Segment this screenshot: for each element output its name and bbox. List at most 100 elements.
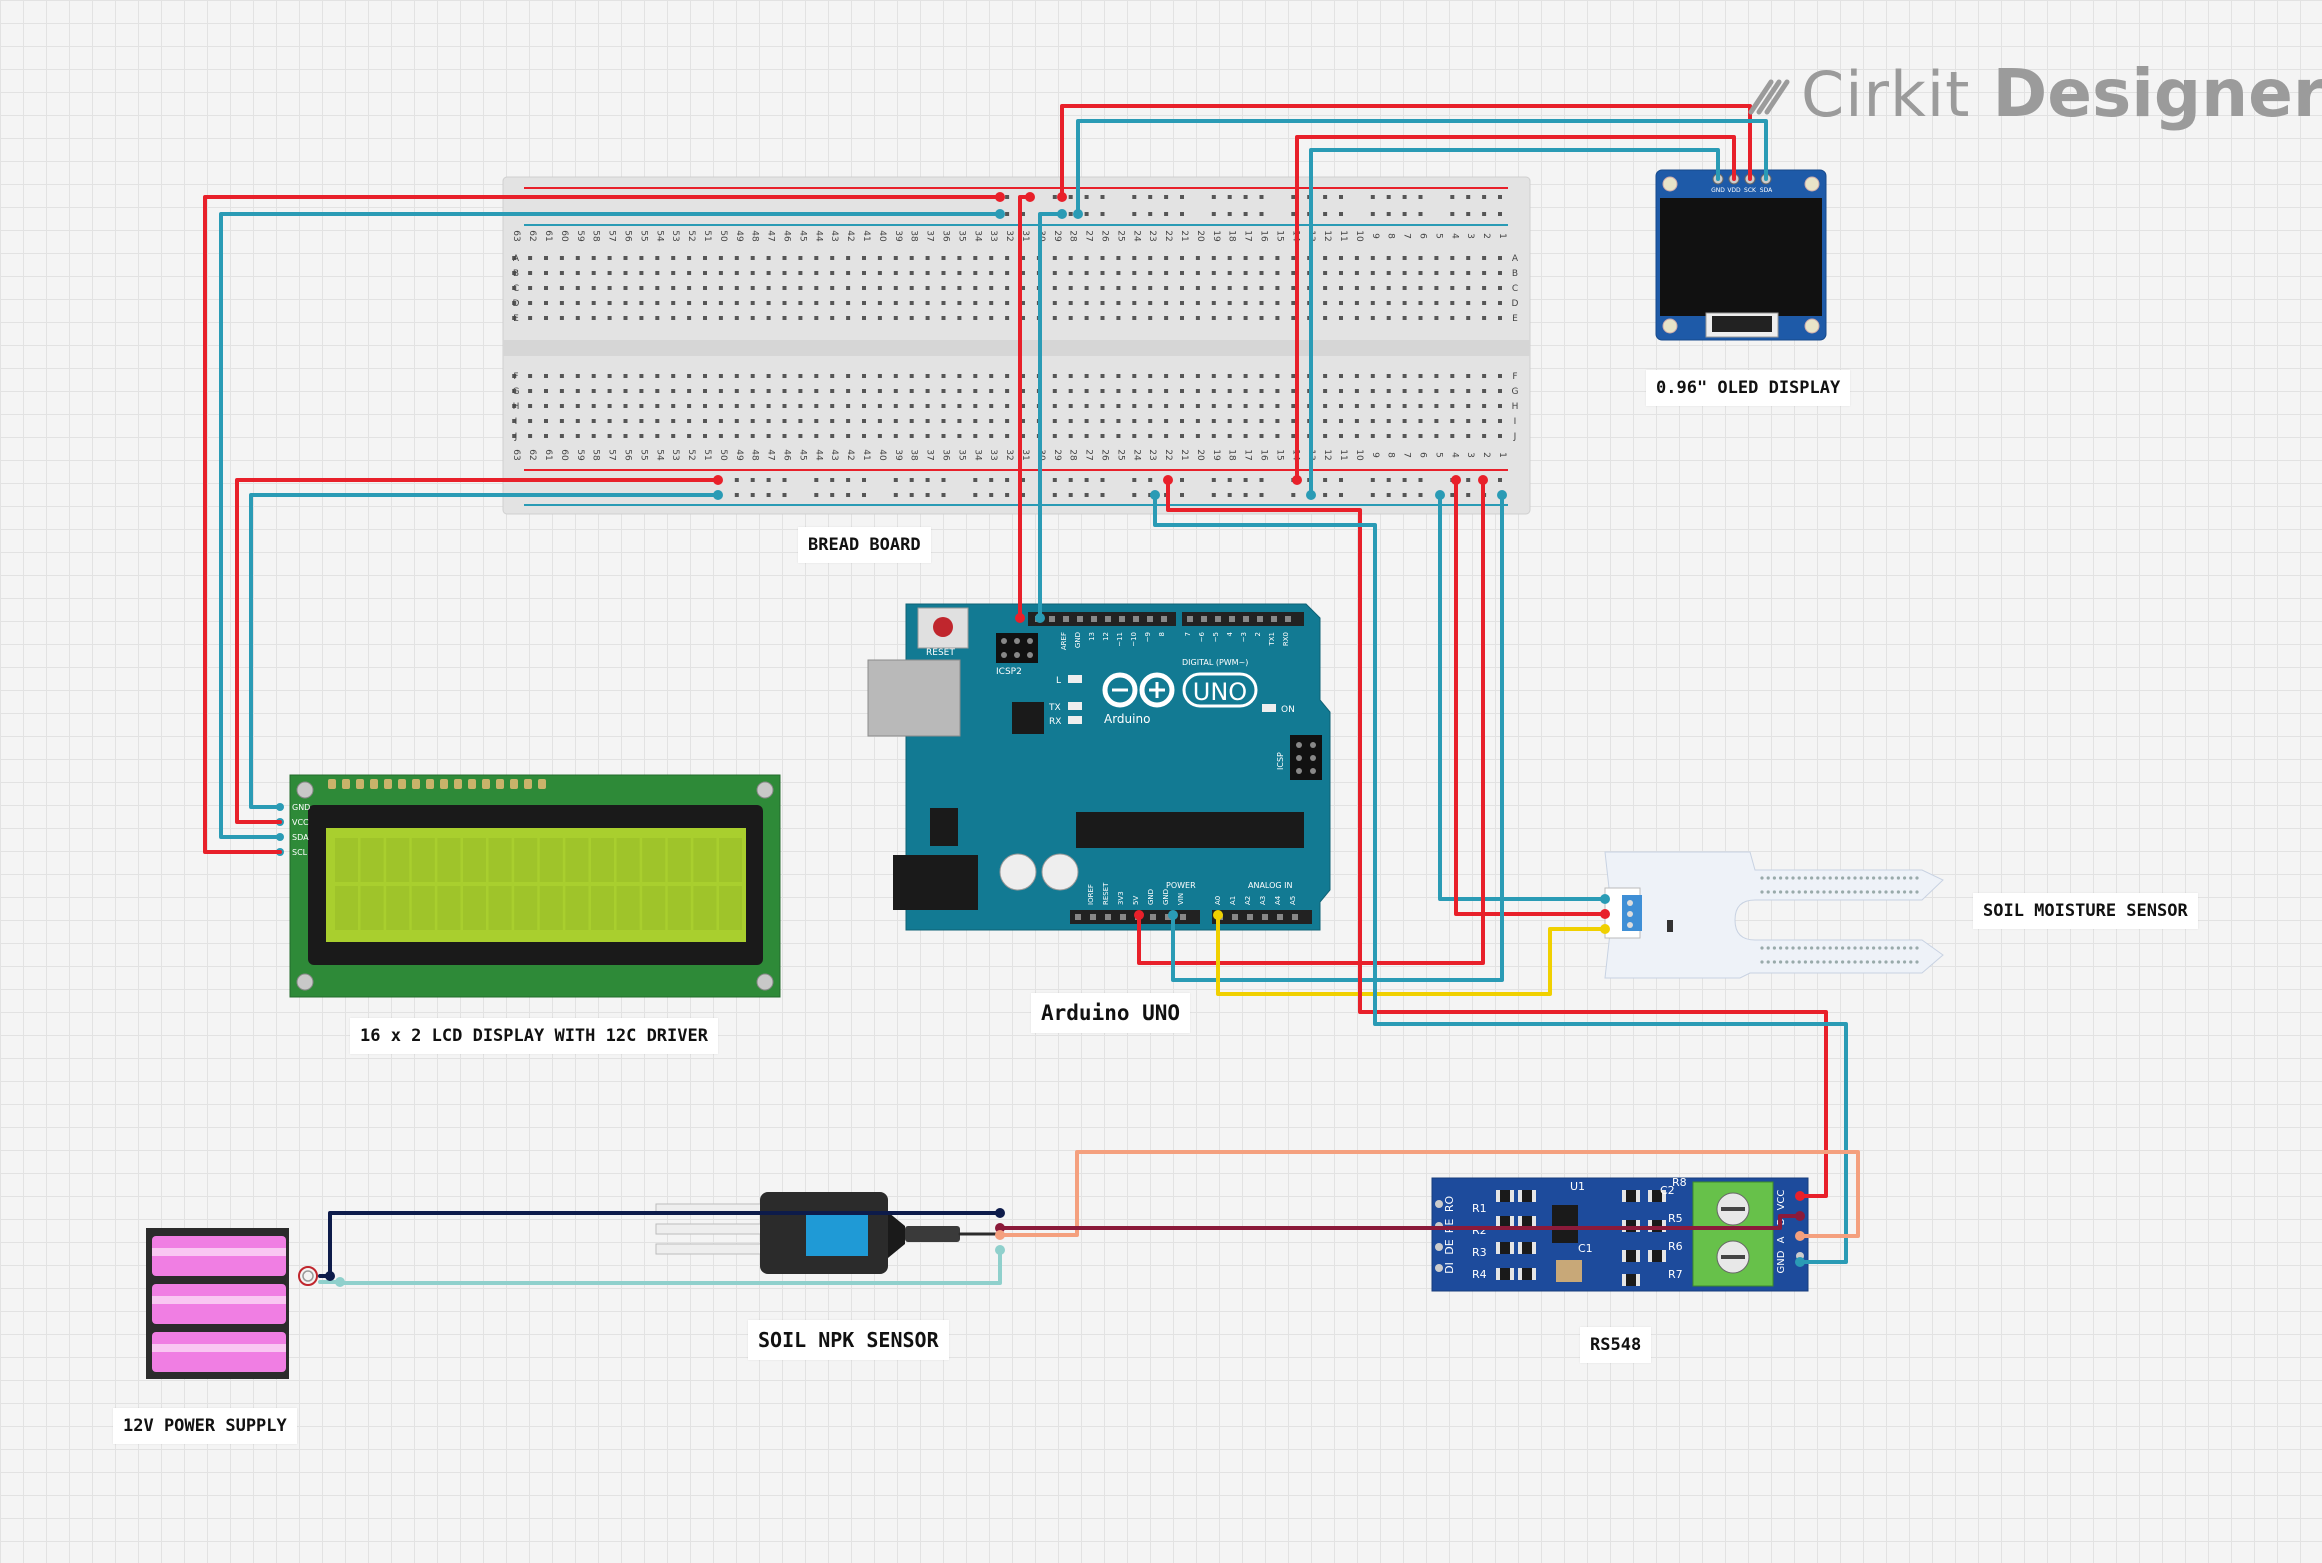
digital-pin-label: 12 bbox=[1102, 632, 1110, 641]
breadboard-row-letter: G bbox=[1512, 387, 1519, 397]
breadboard-column-number: 36 bbox=[941, 449, 951, 461]
breadboard-column-number: 63 bbox=[511, 230, 521, 241]
breadboard-column-number: 17 bbox=[1243, 230, 1253, 241]
breadboard-column-number: 55 bbox=[638, 230, 648, 241]
breadboard-row-letter: I bbox=[1514, 417, 1517, 427]
oled-pin-vdd: VDD bbox=[1727, 187, 1741, 194]
breadboard-row-letter: H bbox=[1512, 402, 1519, 412]
breadboard-column-number: 60 bbox=[559, 230, 569, 242]
arduino-brand: Arduino bbox=[1104, 712, 1150, 726]
rs485-pin-ro: RO bbox=[1443, 1196, 1456, 1213]
dc-jack bbox=[893, 855, 978, 910]
breadboard-column-number: 54 bbox=[654, 230, 664, 242]
breadboard-column-number: 62 bbox=[527, 230, 537, 241]
soil-moisture-label: SOIL MOISTURE SENSOR bbox=[1973, 893, 2198, 929]
rs485-pin-re: RE bbox=[1443, 1219, 1456, 1234]
breadboard-column-number: 41 bbox=[861, 449, 871, 460]
rs485-part-label: C1 bbox=[1578, 1242, 1593, 1255]
wires[interactable] bbox=[203, 104, 1860, 1285]
rs485-pin-di: DI bbox=[1443, 1262, 1456, 1274]
breadboard-column-number: 35 bbox=[956, 230, 966, 241]
breadboard-column-number: 38 bbox=[909, 230, 919, 242]
breadboard-column-number: 21 bbox=[1179, 449, 1189, 460]
breadboard-column-number: 6 bbox=[1418, 452, 1428, 458]
reset-button[interactable] bbox=[933, 617, 953, 637]
breadboard-column-number: 49 bbox=[734, 230, 744, 242]
breadboard-column-number: 28 bbox=[1068, 449, 1078, 461]
battery-pack[interactable] bbox=[146, 1228, 318, 1379]
breadboard-column-number: 27 bbox=[1084, 230, 1094, 241]
breadboard-column-number: 4 bbox=[1449, 452, 1459, 458]
power-pin-label: GND bbox=[1147, 889, 1155, 905]
wire-oled-sda bbox=[1309, 148, 1720, 497]
oled-screen bbox=[1660, 198, 1822, 316]
breadboard-column-number: 7 bbox=[1402, 452, 1412, 458]
breadboard-column-number: 3 bbox=[1465, 233, 1475, 239]
power-pin-label: GND bbox=[1162, 889, 1170, 905]
led-rx-label: RX bbox=[1049, 717, 1061, 727]
breadboard-column-number: 23 bbox=[1147, 230, 1157, 241]
breadboard-column-number: 48 bbox=[750, 230, 760, 242]
power-pin-label: VIN bbox=[1177, 893, 1185, 905]
breadboard-row-letter: E bbox=[1512, 314, 1518, 324]
rs485-part-label: R2 bbox=[1472, 1224, 1487, 1237]
breadboard-column-number: 11 bbox=[1338, 449, 1348, 460]
breadboard[interactable]: 1122334455667788991010111112121313141415… bbox=[502, 176, 1531, 515]
breadboard-column-number: 57 bbox=[607, 449, 617, 460]
breadboard-column-number: 6 bbox=[1418, 233, 1428, 239]
breadboard-column-number: 46 bbox=[782, 449, 792, 461]
digital-pin-label: GND bbox=[1074, 632, 1082, 648]
breadboard-row-letter: F bbox=[513, 372, 518, 382]
breadboard-row-letter: F bbox=[1512, 372, 1517, 382]
rs485-pin-a: A bbox=[1776, 1236, 1787, 1243]
rs485-part-label: U1 bbox=[1570, 1180, 1585, 1193]
breadboard-column-number: 16 bbox=[1259, 449, 1269, 461]
wire-npk-a bbox=[998, 1150, 1860, 1238]
breadboard-row-letter: C bbox=[1512, 284, 1518, 294]
rs485-terminal-block[interactable] bbox=[1692, 1181, 1774, 1287]
oled-pin-sda: SDA bbox=[1760, 187, 1773, 194]
arduino-label: Arduino UNO bbox=[1031, 993, 1191, 1033]
analog-label: ANALOG IN bbox=[1248, 881, 1293, 890]
wire-lcd-gnd bbox=[249, 493, 720, 809]
icsp-header bbox=[1290, 735, 1322, 780]
breadboard-column-number: 38 bbox=[909, 449, 919, 461]
breadboard-column-number: 51 bbox=[702, 449, 712, 460]
breadboard-column-number: 25 bbox=[1115, 230, 1125, 241]
wire-lcd-vcc-top bbox=[203, 195, 1002, 854]
analog-pin-label: A2 bbox=[1244, 896, 1252, 905]
breadboard-column-number: 60 bbox=[559, 449, 569, 461]
breadboard-column-number: 39 bbox=[893, 230, 903, 242]
reset-label: RESET bbox=[926, 648, 955, 658]
power-pin-label: IOREF bbox=[1087, 884, 1095, 905]
power-pin-label: 5V bbox=[1132, 896, 1140, 905]
soil-moisture-sensor[interactable] bbox=[1604, 851, 1944, 979]
breadboard-column-number: 1 bbox=[1497, 452, 1507, 458]
rs485-part-label: R1 bbox=[1472, 1202, 1487, 1215]
rs485-label: RS548 bbox=[1580, 1327, 1652, 1363]
digital-pin-label: ~6 bbox=[1198, 631, 1206, 642]
breadboard-column-number: 37 bbox=[925, 230, 935, 241]
breadboard-column-number: 45 bbox=[797, 230, 807, 241]
breadboard-column-number: 18 bbox=[1227, 230, 1237, 242]
wire-lcd-gnd-top bbox=[219, 212, 1002, 839]
breadboard-column-number: 20 bbox=[1195, 230, 1205, 242]
wire-lcd-vcc bbox=[235, 478, 720, 824]
power-supply-label: 12V POWER SUPPLY bbox=[113, 1408, 297, 1444]
breadboard-column-number: 54 bbox=[654, 449, 664, 461]
lcd-display[interactable]: GND VCC SDA SCL bbox=[276, 774, 781, 998]
soil-npk-sensor[interactable] bbox=[655, 1192, 960, 1274]
wire-moist-gnd bbox=[1438, 493, 1607, 901]
wire-power-negative bbox=[318, 1248, 1002, 1285]
breadboard-column-number: 42 bbox=[845, 230, 855, 241]
oled-display[interactable]: GND VDD SCK SDA bbox=[1655, 169, 1827, 341]
breadboard-column-number: 21 bbox=[1179, 230, 1189, 241]
digital-pin-label: ~9 bbox=[1144, 632, 1152, 642]
power-pin-label: RESET bbox=[1102, 882, 1110, 905]
breadboard-column-number: 43 bbox=[829, 449, 839, 460]
breadboard-column-number: 50 bbox=[718, 449, 728, 461]
